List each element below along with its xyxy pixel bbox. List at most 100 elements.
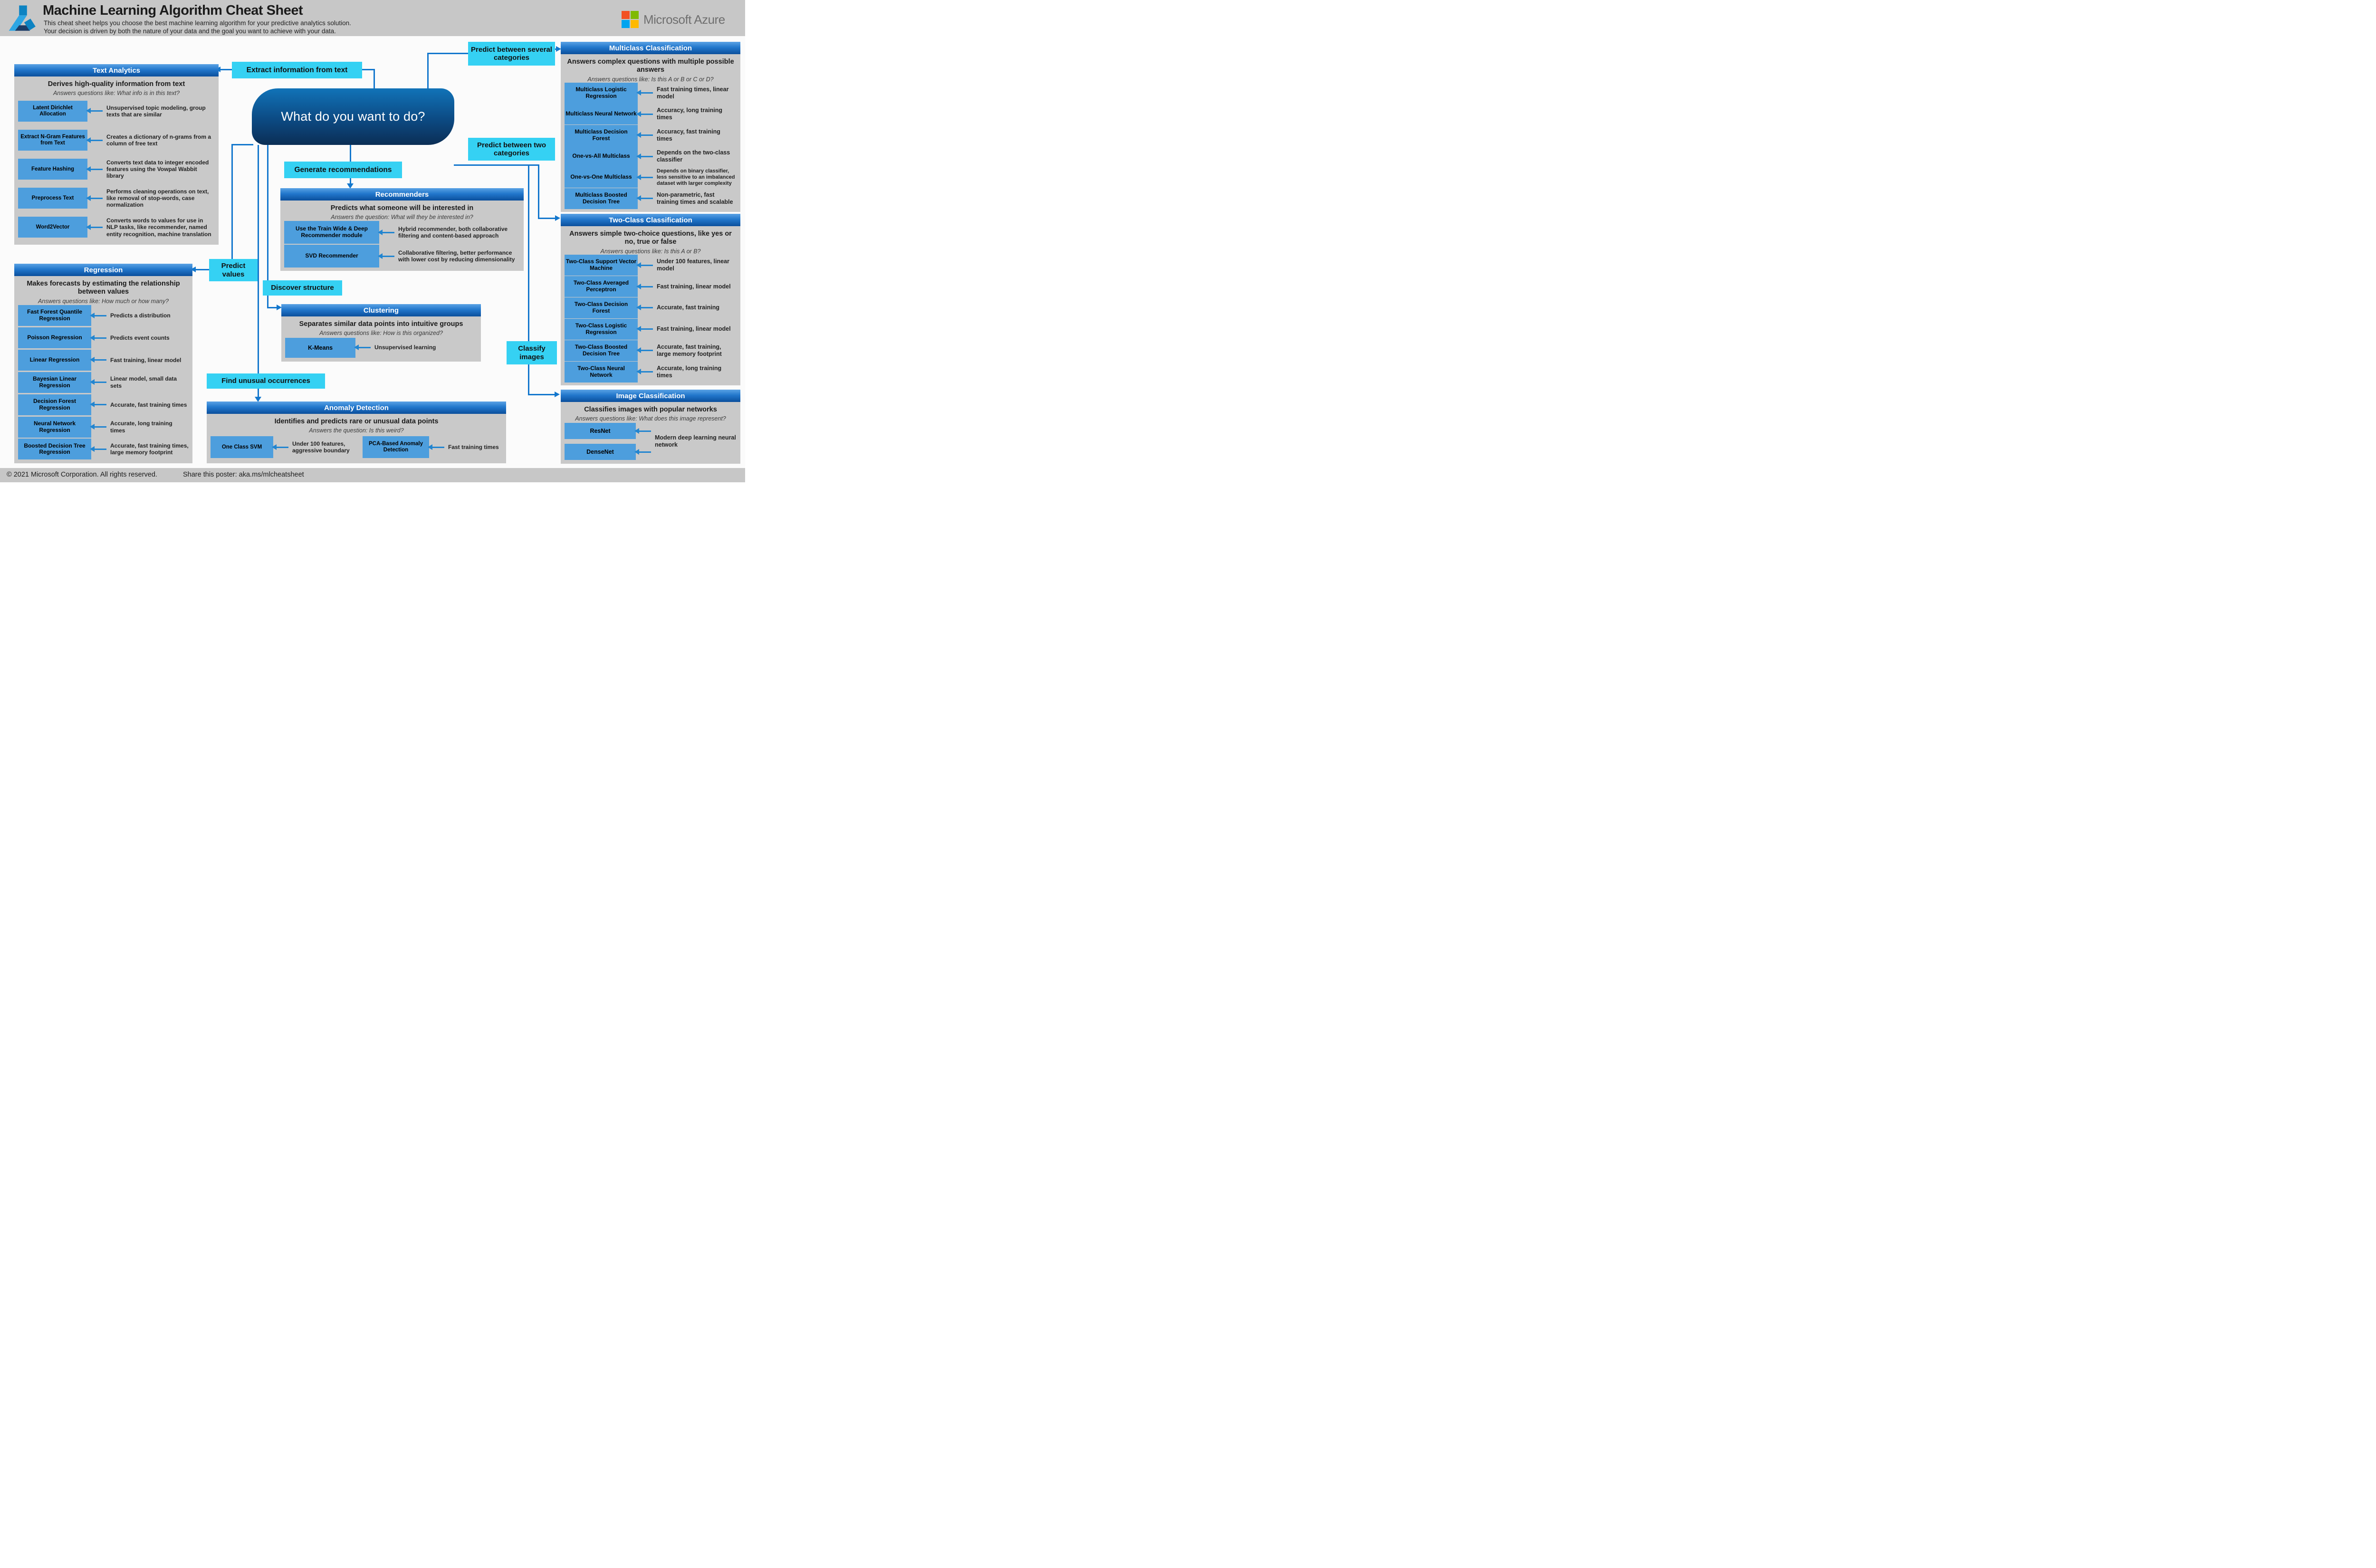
algo-desc: Modern deep learning neural network (655, 434, 736, 449)
left-arrow-icon (354, 344, 371, 351)
algo-row: Word2Vector Converts words to values for… (18, 217, 215, 238)
algo-box: Extract N-Gram Features from Text (18, 130, 87, 151)
panel-heading: Predicts what someone will be interested… (330, 204, 474, 212)
algo-desc: Predicts a distribution (110, 312, 171, 319)
panel-regression-header: Regression (14, 264, 192, 276)
left-arrow-icon (636, 347, 653, 354)
left-arrow-icon (636, 283, 653, 289)
connector-line (258, 389, 259, 397)
algo-box: Multiclass Boosted Decision Tree (565, 188, 638, 209)
left-arrow-icon (636, 195, 653, 201)
algo-box: One-vs-One Multiclass (565, 167, 638, 188)
left-arrow-icon (90, 424, 106, 430)
panel-regression: Regression Makes forecasts by estimating… (14, 264, 192, 463)
connector-line (538, 164, 539, 219)
arrow-right-icon (277, 305, 282, 310)
brand-name: Microsoft Azure (643, 12, 725, 27)
left-arrow-icon (636, 326, 653, 332)
algo-row: Two-Class Boosted Decision Tree Accurate… (565, 340, 737, 361)
algo-box: K-Means (285, 337, 355, 358)
algo-box: Feature Hashing (18, 159, 87, 180)
panel-heading: Answers complex questions with multiple … (567, 58, 734, 74)
panel-question: Answers questions like: What does this i… (575, 415, 726, 422)
connector-line (538, 218, 556, 219)
algo-desc: Fast training times, linear model (657, 86, 729, 100)
ms-square-red (622, 11, 630, 19)
panel-heading: Makes forecasts by estimating the relati… (27, 280, 180, 296)
algo-row: Two-Class Logistic Regression Fast train… (565, 318, 737, 340)
algo-box: Boosted Decision Tree Regression (18, 439, 91, 460)
connector-line (231, 144, 253, 145)
central-question-node: What do you want to do? (252, 88, 454, 145)
flow-label-generate-recommendations: Generate recommendations (284, 162, 402, 178)
connector-line (220, 69, 232, 70)
algo-row: Decision Forest Regression Accurate, fas… (18, 394, 189, 415)
algo-box: Two-Class Averaged Perceptron (565, 276, 638, 297)
flow-label-discover-structure: Discover structure (263, 280, 342, 296)
panel-question: Answers questions like: How much or how … (38, 297, 169, 305)
algo-row: Fast Forest Quantile Regression Predicts… (18, 305, 189, 326)
algo-box: Latent Dirichlet Allocation (18, 100, 87, 122)
algo-row: Multiclass Logistic Regression Fast trai… (565, 82, 737, 104)
algo-box: Use the Train Wide & Deep Recommender mo… (284, 221, 379, 244)
left-arrow-icon (90, 379, 106, 385)
algo-row: Two-Class Neural Network Accurate, long … (565, 361, 737, 382)
share-link-text: Share this poster: aka.ms/mlcheatsheet (183, 471, 304, 478)
left-arrow-icon (86, 224, 103, 230)
left-arrow-icon (86, 108, 103, 114)
header-bar (0, 0, 745, 36)
left-arrow-icon (636, 111, 653, 117)
page-title: Machine Learning Algorithm Cheat Sheet (43, 3, 303, 18)
algo-desc: Accurate, fast training, large memory fo… (657, 343, 722, 357)
panel-heading: Derives high-quality information from te… (48, 80, 185, 88)
algo-desc: Fast training, linear model (657, 325, 731, 333)
panel-question: Answers questions like: How is this orga… (319, 330, 443, 337)
algo-desc: Unsupervised topic modeling, group texts… (106, 104, 206, 118)
left-arrow-icon (634, 428, 651, 434)
algo-desc: Non-parametric, fast training times and … (657, 191, 733, 205)
panel-text-analytics: Text Analytics Derives high-quality info… (14, 64, 219, 245)
connector-line (427, 53, 429, 89)
panel-question: Answers the question: What will they be … (331, 214, 473, 221)
cheat-sheet-poster: Machine Learning Algorithm Cheat Sheet T… (0, 0, 745, 482)
algo-row: ResNet (565, 423, 655, 440)
left-arrow-icon (90, 312, 106, 318)
left-arrow-icon (378, 253, 394, 259)
left-arrow-icon (86, 195, 103, 201)
algo-box: Preprocess Text (18, 188, 87, 209)
algo-desc: Fast training times (448, 443, 499, 450)
algo-row: Two-Class Averaged Perceptron Fast train… (565, 276, 737, 297)
panel-clustering: Clustering Separates similar data points… (281, 304, 481, 362)
connector-line (350, 145, 351, 162)
algo-row: Two-Class Support Vector Machine Under 1… (565, 255, 737, 276)
connector-line (267, 296, 268, 308)
algo-desc: Linear model, small data sets (110, 375, 177, 389)
left-arrow-icon (636, 174, 653, 180)
algo-row: Multiclass Decision Forest Accuracy, fas… (565, 124, 737, 146)
algo-desc: Creates a dictionary of n-grams from a c… (106, 133, 211, 147)
algo-desc: Accurate, fast training (657, 304, 719, 311)
algo-row: Feature Hashing Converts text data to in… (18, 159, 215, 180)
algo-desc: Converts words to values for use in NLP … (106, 217, 211, 238)
algo-box: Decision Forest Regression (18, 394, 91, 415)
algo-row: K-Means Unsupervised learning (285, 337, 477, 358)
panel-anomaly-detection: Anomaly Detection Identifies and predict… (207, 402, 506, 463)
algo-box: Two-Class Boosted Decision Tree (565, 340, 638, 361)
panel-heading: Answers simple two-choice questions, lik… (569, 230, 732, 246)
connector-line (231, 144, 233, 259)
algo-box: Two-Class Support Vector Machine (565, 255, 638, 276)
ms-square-green (631, 11, 639, 19)
panel-text-analytics-header: Text Analytics (14, 64, 219, 76)
panel-two-class-header: Two-Class Classification (561, 214, 740, 226)
panel-anomaly-detection-header: Anomaly Detection (207, 402, 506, 414)
algo-box: Multiclass Decision Forest (565, 124, 638, 146)
panel-two-class-classification: Two-Class Classification Answers simple … (561, 214, 740, 385)
algo-row: Poisson Regression Predicts event counts (18, 327, 189, 349)
arrow-right-icon (555, 215, 560, 221)
algo-desc: Accurate, fast training times (110, 401, 187, 408)
algo-desc: Accuracy, fast training times (657, 128, 720, 142)
algo-desc: Depends on binary classifier, less sensi… (657, 168, 735, 186)
panel-multiclass-classification: Multiclass Classification Answers comple… (561, 42, 740, 212)
left-arrow-icon (378, 229, 394, 235)
algo-desc: Performs cleaning operations on text, li… (106, 188, 209, 209)
